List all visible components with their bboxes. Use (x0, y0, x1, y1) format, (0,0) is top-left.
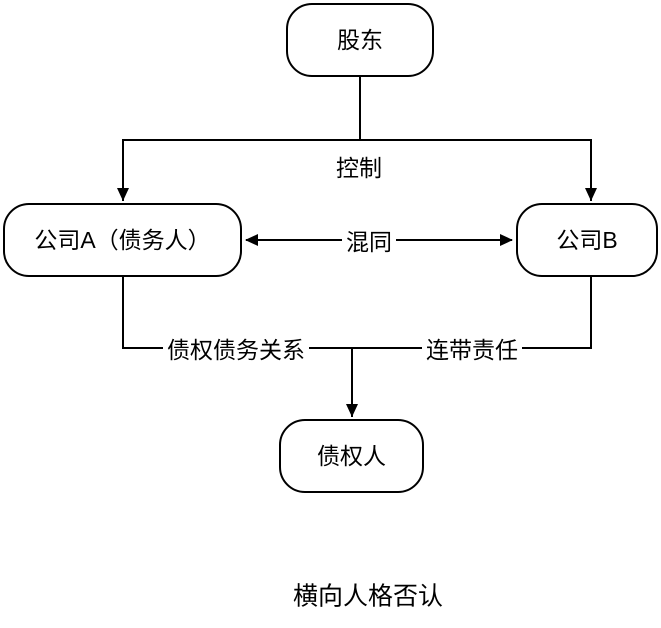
edge-label-control: 控制 (332, 154, 386, 182)
diagram-caption: 横向人格否认 (292, 582, 444, 611)
node-company-a-label: 公司A（债务人） (34, 226, 211, 253)
node-shareholder: 股东 (286, 3, 434, 77)
node-company-a: 公司A（债务人） (3, 203, 242, 277)
edge-label-joint-liability: 连带责任 (422, 336, 522, 364)
node-shareholder-label: 股东 (337, 26, 383, 53)
node-creditor-label: 债权人 (317, 442, 386, 469)
edge-label-debt-relation: 债权债务关系 (163, 336, 309, 364)
node-company-b: 公司B (516, 203, 658, 277)
edge-label-commingle: 混同 (342, 228, 396, 256)
node-creditor: 债权人 (279, 419, 424, 493)
node-company-b-label: 公司B (556, 226, 618, 253)
